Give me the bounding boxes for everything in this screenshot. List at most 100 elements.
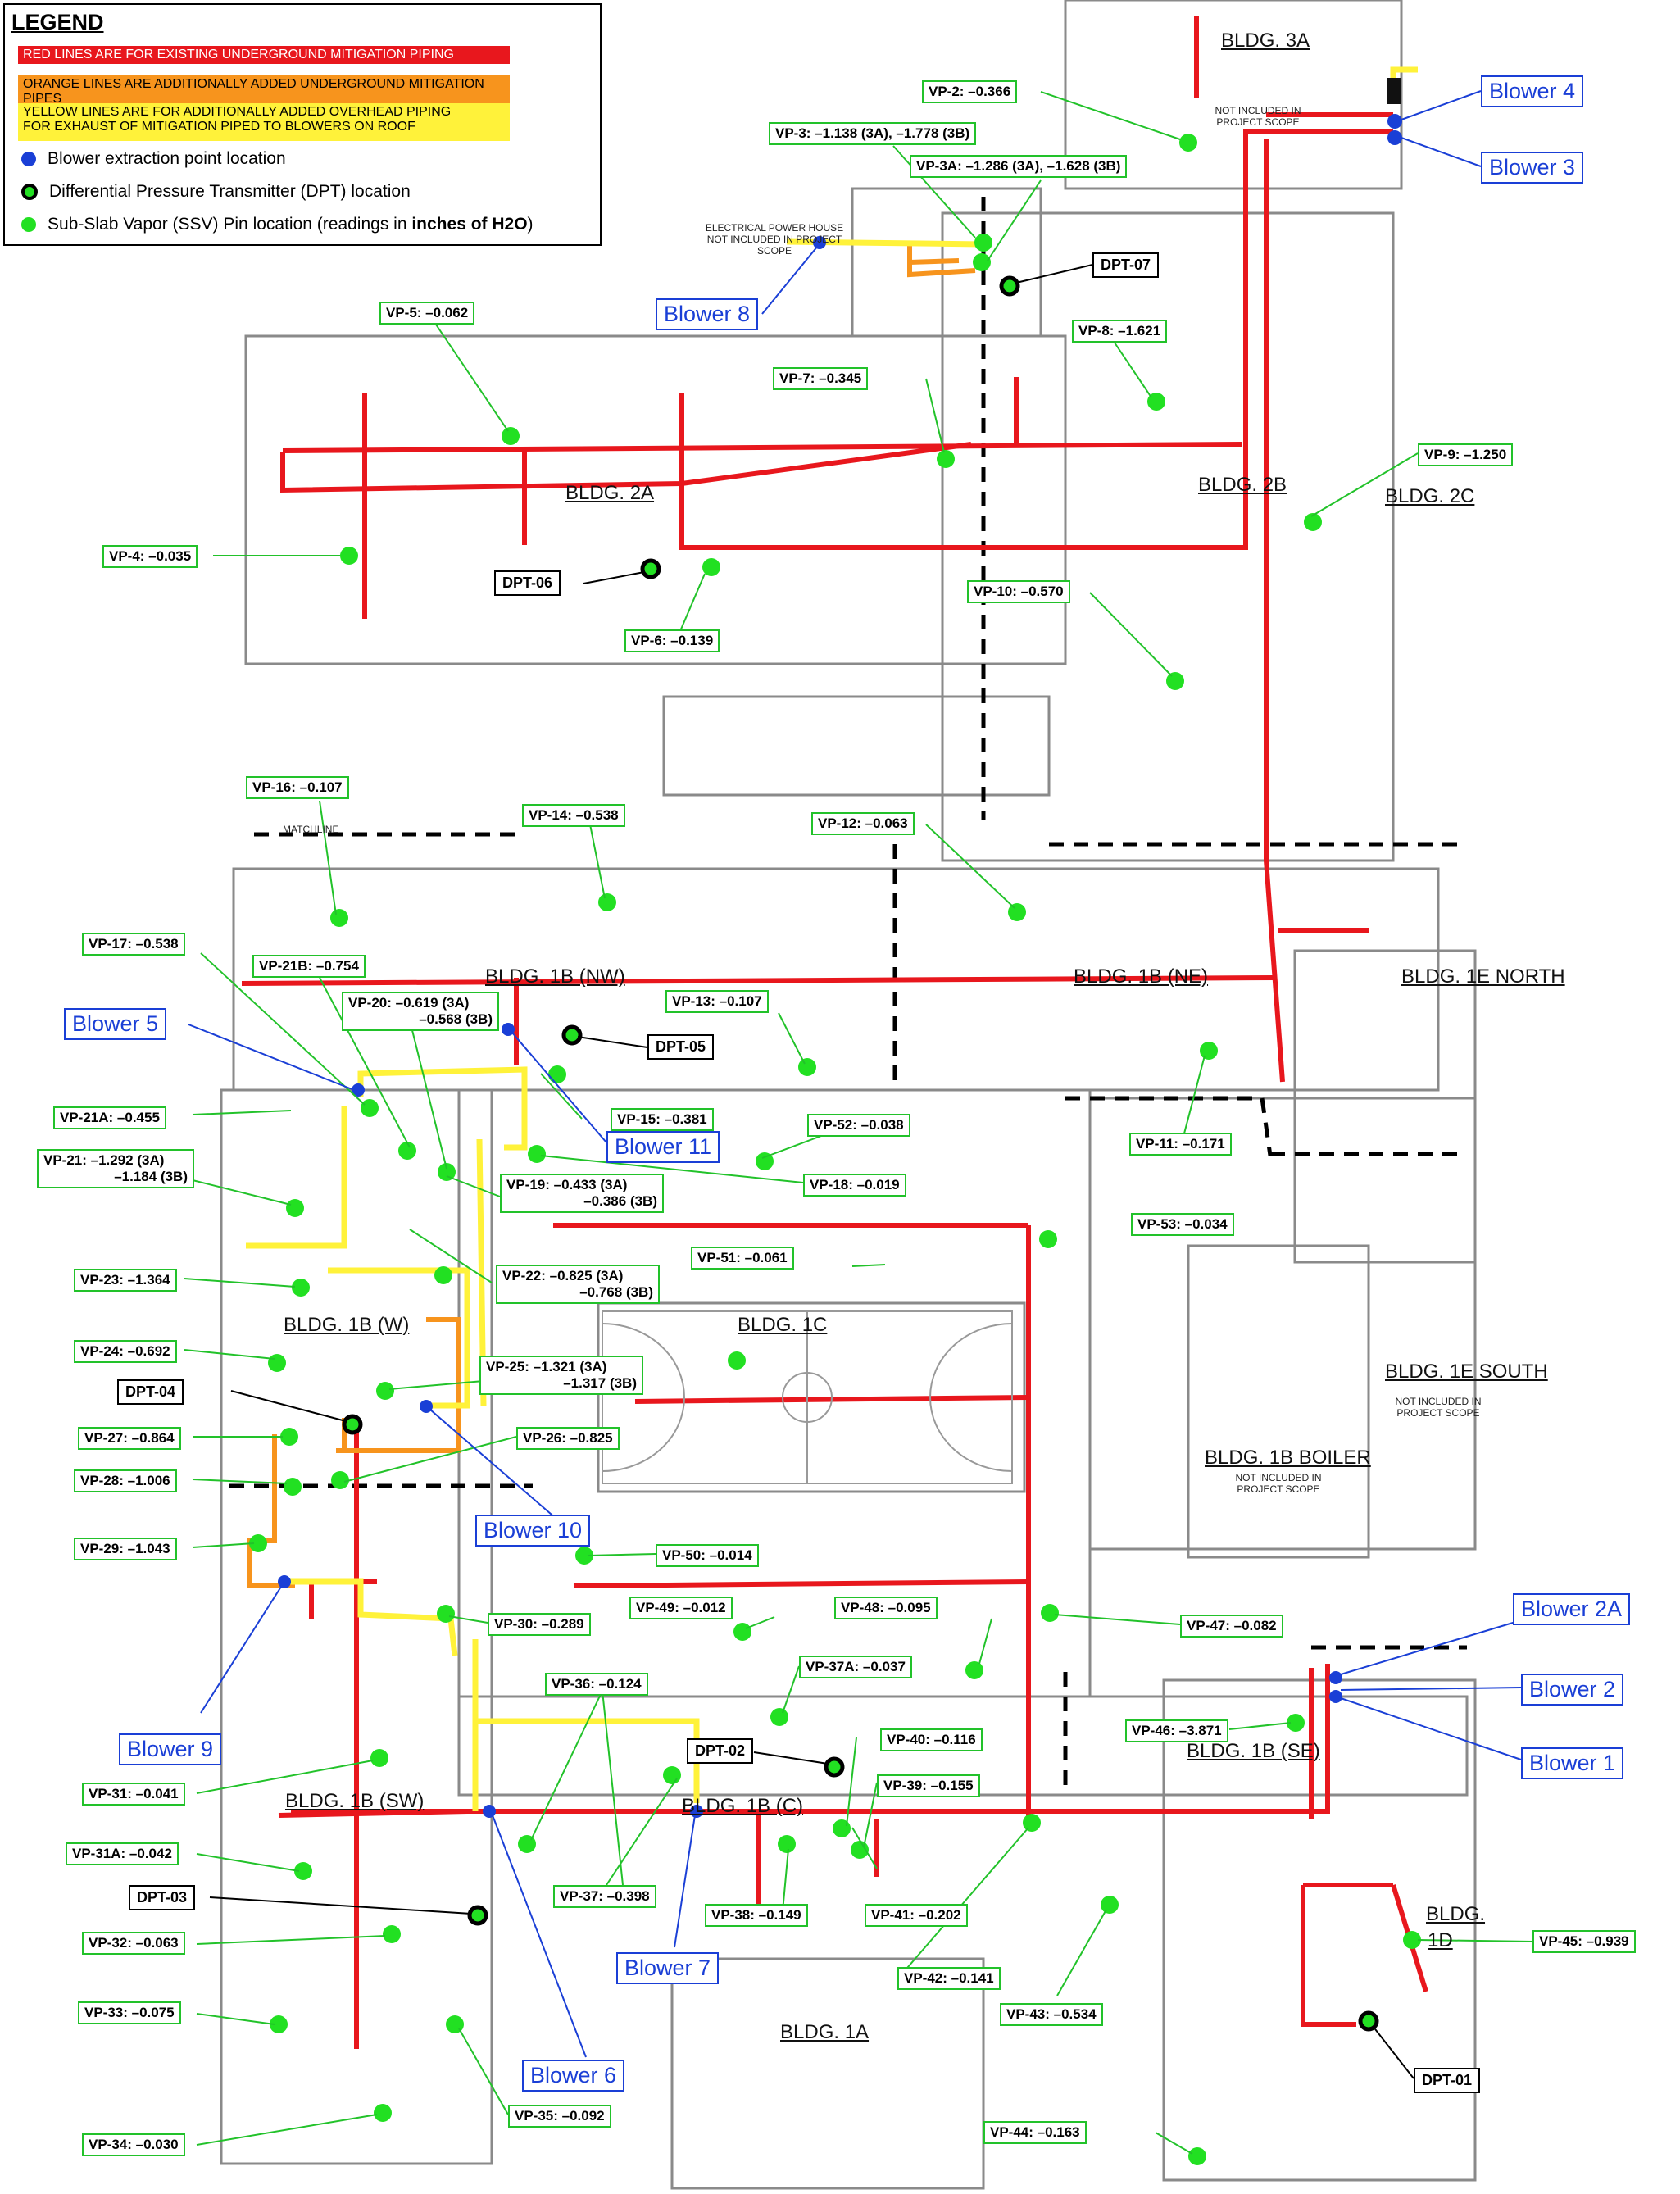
wall-outline bbox=[1162, 1678, 1477, 2182]
power-house-line-2: NOT INCLUDED IN PROJECT bbox=[706, 234, 842, 245]
vp-19-line-1: VP-19: –0.433 (3A) bbox=[506, 1177, 628, 1192]
leader bbox=[388, 1380, 484, 1390]
ssv-pin bbox=[798, 1058, 816, 1076]
vp-14-label: VP-14: –0.538 bbox=[522, 804, 625, 827]
vp-5-label: VP-5: –0.062 bbox=[379, 302, 475, 325]
not-included-note: NOT INCLUDED IN PROJECT SCOPE bbox=[1235, 1472, 1322, 1495]
leader bbox=[196, 1853, 300, 1872]
leader bbox=[782, 1848, 789, 1912]
vp-32-label: VP-32: –0.063 bbox=[82, 1932, 185, 1955]
blower-2-label: Blower 2 bbox=[1521, 1674, 1624, 1706]
ssv-pin bbox=[833, 1819, 851, 1837]
blower-pointer bbox=[200, 1586, 282, 1714]
leader bbox=[184, 1278, 296, 1288]
ssv-pin bbox=[778, 1835, 796, 1853]
dpt-dot bbox=[561, 1024, 583, 1046]
leader bbox=[761, 1133, 829, 1159]
ssv-pin bbox=[1166, 672, 1184, 690]
ssv-pin bbox=[1304, 513, 1322, 531]
court-center-circle bbox=[782, 1372, 833, 1423]
vp-20-line-2: –0.568 (3B) bbox=[419, 1011, 493, 1027]
leader bbox=[192, 1179, 292, 1206]
leader bbox=[434, 321, 509, 432]
legend-blower-desc: Blower extraction point location bbox=[48, 149, 286, 168]
leader bbox=[192, 1542, 255, 1548]
ssv-pin bbox=[446, 2015, 464, 2033]
vp-13-label: VP-13: –0.107 bbox=[665, 990, 769, 1013]
ssv-pin bbox=[728, 1351, 746, 1370]
dpt-03-label: DPT-03 bbox=[129, 1885, 196, 1910]
building-label-2a: BLDG. 2A bbox=[565, 482, 655, 504]
red-pipe bbox=[1264, 139, 1285, 1083]
vp-3a-label: VP-3A: –1.286 (3A), –1.628 (3B) bbox=[910, 155, 1128, 178]
vp-40-label: VP-40: –0.116 bbox=[880, 1728, 983, 1751]
ssv-pin bbox=[438, 1163, 456, 1181]
leader-lines bbox=[184, 91, 1533, 2155]
blower-9-label: Blower 9 bbox=[119, 1733, 222, 1765]
blower-7-label: Blower 7 bbox=[616, 1952, 720, 1984]
yellow-pipe bbox=[328, 1267, 470, 1409]
ssv-pin bbox=[502, 427, 520, 445]
leader bbox=[851, 1264, 886, 1267]
blower-dot bbox=[483, 1805, 496, 1818]
ssv-pin bbox=[286, 1199, 304, 1217]
vp-2-label: VP-2: –0.366 bbox=[922, 80, 1018, 103]
vp-22-line-1: VP-22: –0.825 (3A) bbox=[502, 1268, 624, 1283]
vp-36-label: VP-36: –0.124 bbox=[545, 1673, 648, 1696]
dpt-points bbox=[342, 275, 1379, 2032]
ssv-pin bbox=[528, 1145, 546, 1163]
ssv-pin bbox=[575, 1547, 593, 1565]
leader bbox=[446, 1175, 501, 1197]
ssv-pin bbox=[965, 1661, 983, 1679]
blower-dot bbox=[1387, 130, 1402, 145]
blower-points bbox=[278, 114, 1402, 1818]
building-label-1e-north: BLDG. 1E NORTH bbox=[1401, 965, 1565, 988]
vp-3-label: VP-3: –1.138 (3A), –1.778 (3B) bbox=[769, 122, 977, 145]
wall-outline bbox=[662, 695, 1051, 797]
vp-21b-label: VP-21B: –0.754 bbox=[252, 955, 366, 978]
leader bbox=[1089, 592, 1173, 677]
leader bbox=[196, 1935, 386, 1945]
ssv-pin bbox=[437, 1605, 455, 1623]
blower-pointer bbox=[188, 1024, 355, 1091]
legend-yellow-line-2: FOR EXHAUST OF MITIGATION PIPED TO BLOWE… bbox=[23, 120, 415, 134]
wall-outline bbox=[941, 211, 1395, 862]
wall-outline bbox=[244, 334, 1067, 665]
building-label-1b-c: BLDG. 1B (C) bbox=[682, 1795, 804, 1817]
building-walls bbox=[220, 0, 1477, 2190]
blower-dot bbox=[690, 1805, 703, 1818]
vp-20-line-1: VP-20: –0.619 (3A) bbox=[348, 995, 470, 1011]
vp-16-label: VP-16: –0.107 bbox=[246, 776, 349, 799]
leader bbox=[778, 1012, 806, 1065]
red-pipe bbox=[1301, 1885, 1356, 2027]
blower-4-unit bbox=[1387, 78, 1401, 104]
vp-37a-label: VP-37A: –0.037 bbox=[799, 1656, 912, 1678]
not-included-note: NOT INCLUDED IN PROJECT SCOPE bbox=[1395, 1396, 1482, 1419]
dpt-dot bbox=[999, 275, 1020, 297]
vp-18-label: VP-18: –0.019 bbox=[803, 1174, 906, 1197]
leader bbox=[588, 1553, 656, 1556]
vp-26-label: VP-26: –0.825 bbox=[516, 1427, 620, 1450]
dpt-dot-icon bbox=[21, 184, 38, 200]
building-label-1a: BLDG. 1A bbox=[780, 2021, 870, 2043]
vp-51-label: VP-51: –0.061 bbox=[691, 1247, 794, 1270]
blower-4-label: Blower 4 bbox=[1481, 75, 1584, 107]
red-pipe bbox=[291, 1664, 1330, 1814]
orange-pipe bbox=[342, 1317, 461, 1453]
legend-red-line-note: RED LINES ARE FOR EXISTING UNDERGROUND M… bbox=[18, 46, 510, 64]
vp-10-label: VP-10: –0.570 bbox=[967, 580, 1070, 603]
ssv-pin bbox=[973, 253, 991, 271]
blower-11-label: Blower 11 bbox=[606, 1131, 720, 1163]
leader bbox=[745, 1616, 775, 1629]
ssv-pin bbox=[756, 1152, 774, 1170]
blower-8-label: Blower 8 bbox=[656, 298, 759, 330]
vp-53-label: VP-53: –0.034 bbox=[1131, 1213, 1234, 1236]
dpt-pointer bbox=[230, 1390, 347, 1422]
ssv-pin bbox=[361, 1099, 379, 1117]
matchline-label: MATCHLINE bbox=[283, 824, 339, 835]
leader bbox=[458, 2028, 509, 2115]
red-pipe bbox=[241, 975, 1275, 986]
red-pipe bbox=[278, 1809, 468, 1818]
building-label-1b-se: BLDG. 1B (SE) bbox=[1187, 1740, 1320, 1762]
ssv-pin bbox=[383, 1925, 401, 1943]
